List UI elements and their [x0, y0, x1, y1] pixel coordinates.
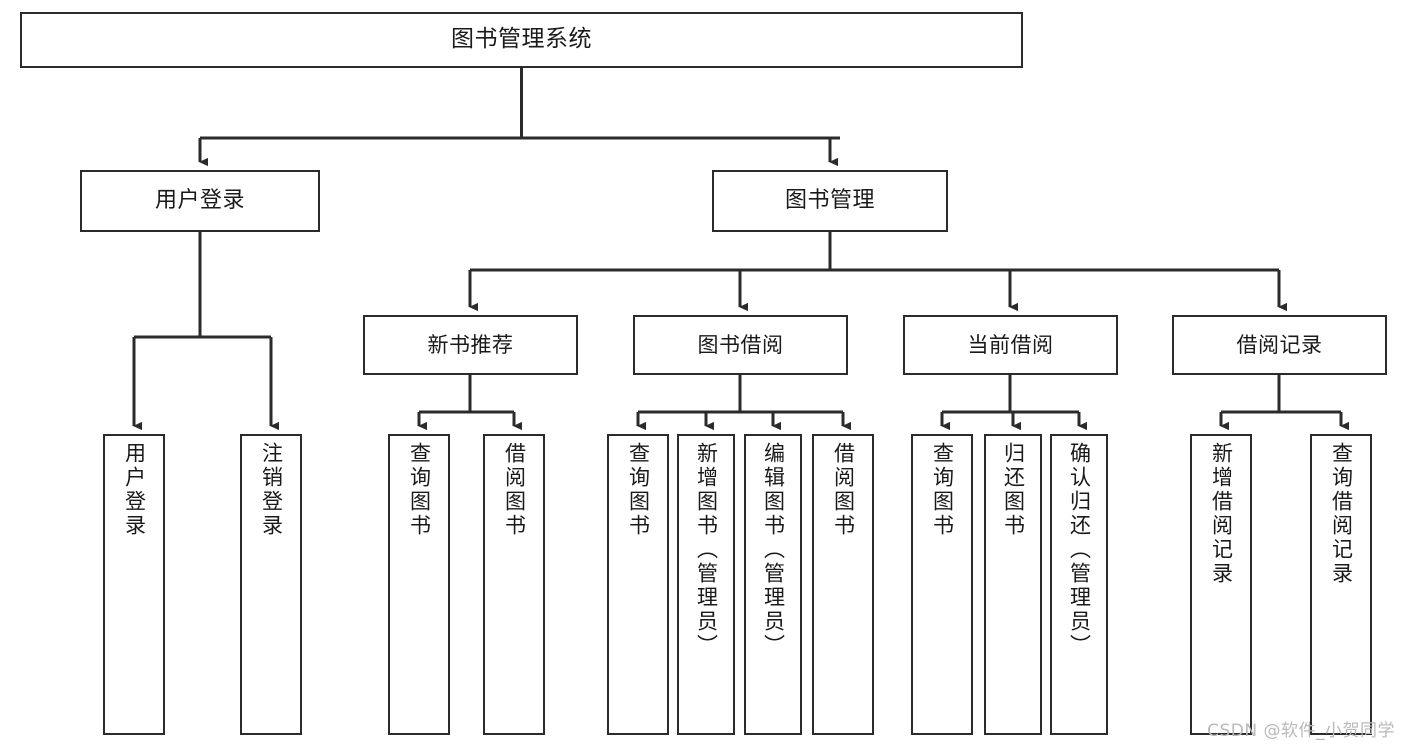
leaf-confirm-return-label: 确认归还（管理员） — [1067, 442, 1092, 658]
leaf-query-book-3-label: 查询图书 — [930, 442, 955, 538]
leaf-query-record-label: 查询借阅记录 — [1329, 442, 1354, 586]
leaf-query-record[interactable]: 查询借阅记录 — [1310, 434, 1372, 735]
leaf-add-record-label: 新增借阅记录 — [1209, 442, 1234, 586]
leaf-user-login[interactable]: 用户登录 — [103, 434, 165, 735]
node-borrow-record-label: 借阅记录 — [1236, 332, 1323, 357]
leaf-add-book-label: 新增图书（管理员） — [694, 442, 719, 658]
leaf-add-record[interactable]: 新增借阅记录 — [1190, 434, 1252, 735]
leaf-return-book-label: 归还图书 — [1001, 442, 1026, 538]
leaf-confirm-return[interactable]: 确认归还（管理员） — [1050, 434, 1108, 735]
node-book-manage-label: 图书管理 — [784, 188, 875, 214]
node-current-borrow-label: 当前借阅 — [967, 332, 1054, 357]
watermark-text: CSDN @软件_小贺同学 — [1207, 721, 1395, 741]
leaf-borrow-book-1[interactable]: 借阅图书 — [483, 434, 545, 735]
leaf-logout-label: 注销登录 — [259, 442, 284, 538]
leaf-borrow-book-2-label: 借阅图书 — [831, 442, 856, 538]
leaf-add-book[interactable]: 新增图书（管理员） — [677, 434, 735, 735]
node-new-book-rec[interactable]: 新书推荐 — [363, 315, 578, 375]
node-user-login[interactable]: 用户登录 — [80, 170, 320, 232]
node-new-book-rec-label: 新书推荐 — [427, 332, 514, 357]
leaf-query-book-2-label: 查询图书 — [626, 442, 651, 538]
leaf-borrow-book-2[interactable]: 借阅图书 — [812, 434, 874, 735]
leaf-edit-book[interactable]: 编辑图书（管理员） — [744, 434, 802, 735]
leaf-query-book-1[interactable]: 查询图书 — [388, 434, 450, 735]
leaf-query-book-3[interactable]: 查询图书 — [911, 434, 973, 735]
node-user-login-label: 用户登录 — [154, 188, 245, 214]
node-book-borrow-label: 图书借阅 — [697, 332, 784, 357]
node-root-label: 图书管理系统 — [451, 26, 592, 53]
node-current-borrow[interactable]: 当前借阅 — [903, 315, 1118, 375]
leaf-query-book-2[interactable]: 查询图书 — [607, 434, 669, 735]
node-book-borrow[interactable]: 图书借阅 — [633, 315, 848, 375]
leaf-logout[interactable]: 注销登录 — [240, 434, 302, 735]
node-root[interactable]: 图书管理系统 — [20, 12, 1023, 68]
leaf-return-book[interactable]: 归还图书 — [984, 434, 1042, 735]
node-borrow-record[interactable]: 借阅记录 — [1172, 315, 1387, 375]
leaf-query-book-1-label: 查询图书 — [407, 442, 432, 538]
leaf-borrow-book-1-label: 借阅图书 — [502, 442, 527, 538]
leaf-user-login-label: 用户登录 — [122, 442, 147, 538]
node-book-manage[interactable]: 图书管理 — [712, 170, 948, 232]
leaf-edit-book-label: 编辑图书（管理员） — [761, 442, 786, 658]
